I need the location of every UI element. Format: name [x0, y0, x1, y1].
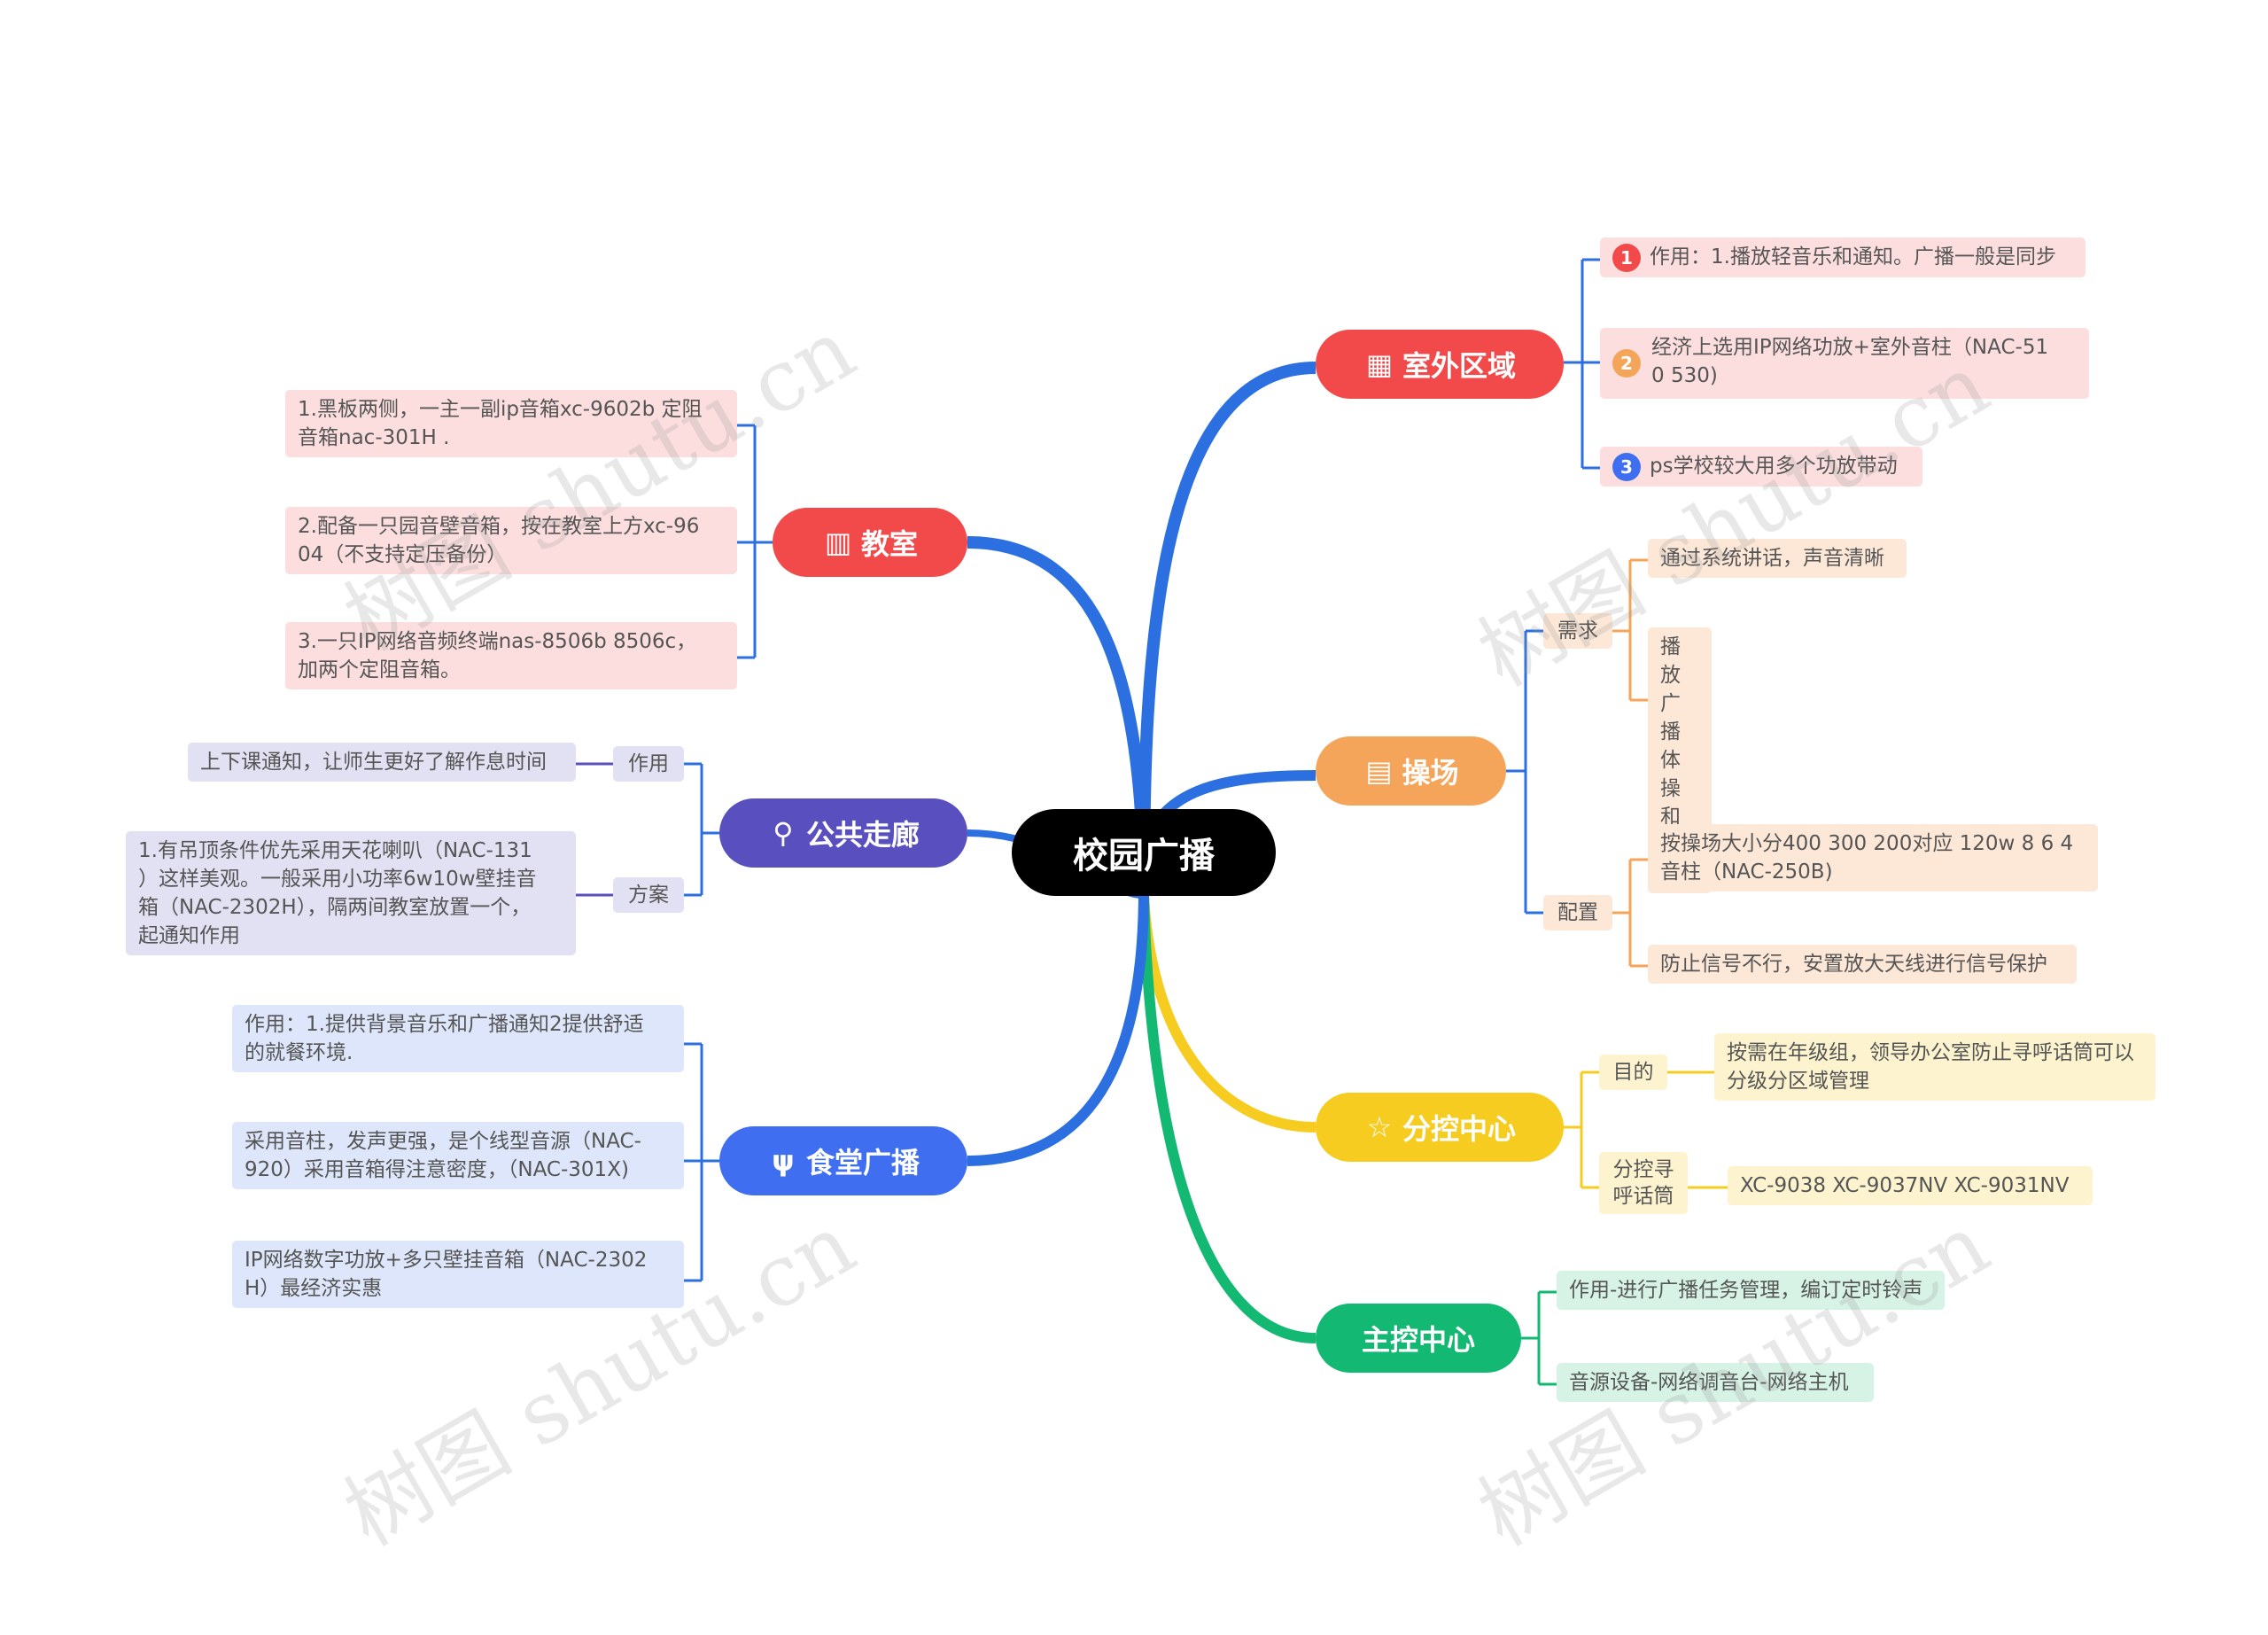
playground-need-item-1[interactable]: 通过系统讲话，声音清晰 — [1648, 539, 1907, 578]
sub-control-mic-label[interactable]: 分控寻 呼话筒 — [1599, 1152, 1688, 1214]
number-badge-2-icon: 2 — [1612, 349, 1641, 378]
branch-sub-control[interactable]: ☆ 分控中心 — [1316, 1093, 1564, 1162]
branch-canteen[interactable]: ψ 食堂广播 — [719, 1126, 967, 1195]
sub-control-mic-text[interactable]: XC-9038 XC-9037NV XC-9031NV — [1728, 1166, 2093, 1205]
branch-outdoor-label: 室外区域 — [1402, 349, 1516, 383]
corridor-use-text[interactable]: 上下课通知，让师生更好了解作息时间 — [188, 743, 576, 782]
corridor-use-label[interactable]: 作用 — [613, 746, 684, 782]
branch-playground[interactable]: ▤ 操场 — [1316, 736, 1506, 806]
number-badge-3-icon: 3 — [1612, 452, 1641, 481]
branch-classroom[interactable]: ▥ 教室 — [773, 508, 967, 577]
canteen-item-3[interactable]: IP网络数字功放+多只壁挂音箱（NAC-2302 H）最经济实惠 — [232, 1241, 684, 1308]
branch-corridor-label: 公共走廊 — [805, 818, 920, 852]
branch-canteen-label: 食堂广播 — [805, 1146, 920, 1180]
star-icon: ☆ — [1366, 1110, 1393, 1144]
playground-config-label[interactable]: 配置 — [1543, 895, 1612, 930]
main-control-item-2[interactable]: 音源设备-网络调音台-网络主机 — [1557, 1363, 1874, 1402]
calendar-icon: ▥ — [824, 526, 852, 559]
branch-playground-label: 操场 — [1402, 756, 1459, 790]
playground-config-item-1[interactable]: 按操场大小分400 300 200对应 120w 8 6 4 音柱（NAC-25… — [1648, 824, 2098, 891]
branch-corridor[interactable]: ⚲ 公共走廊 — [719, 798, 967, 868]
food-icon: ψ — [772, 1144, 795, 1178]
branch-main-control-label: 主控中心 — [1361, 1323, 1475, 1357]
branch-classroom-label: 教室 — [860, 527, 918, 561]
sub-control-purpose-label[interactable]: 目的 — [1599, 1055, 1667, 1090]
main-control-item-1[interactable]: 作用-进行广播任务管理，编订定时铃声 — [1557, 1271, 1945, 1310]
number-badge-1-icon: 1 — [1612, 243, 1641, 272]
classroom-item-2[interactable]: 2.配备一只园音壁音箱，按在教室上方xc-96 04（不支持定压备份） — [285, 507, 737, 574]
canteen-item-2[interactable]: 采用音柱，发声更强，是个线型音源（NAC- 920）采用音箱得注意密度，（NAC… — [232, 1122, 684, 1189]
branch-outdoor[interactable]: ▦ 室外区域 — [1316, 330, 1564, 399]
branch-sub-control-label: 分控中心 — [1402, 1112, 1516, 1146]
branch-main-control[interactable]: 主控中心 — [1316, 1304, 1521, 1373]
playground-need-label[interactable]: 需求 — [1543, 613, 1612, 649]
calculator-icon: ▤ — [1365, 754, 1393, 788]
canteen-item-1[interactable]: 作用：1.提供背景音乐和广播通知2提供舒适 的就餐环境. — [232, 1005, 684, 1072]
corridor-plan-label[interactable]: 方案 — [613, 877, 684, 913]
playground-config-item-2[interactable]: 防止信号不行，安置放大天线进行信号保护 — [1648, 945, 2077, 984]
corridor-plan-text[interactable]: 1.有吊顶条件优先采用天花喇叭（NAC-131 ）这样美观。一般采用小功率6w1… — [126, 831, 576, 955]
classroom-item-1[interactable]: 1.黑板两侧，一主一副ip音箱xc-9602b 定阻 音箱nac-301H . — [285, 390, 737, 457]
microphone-icon: ⚲ — [773, 816, 794, 850]
central-topic[interactable]: 校园广播 — [1012, 809, 1276, 896]
sub-control-purpose-text[interactable]: 按需在年级组，领导办公室防止寻呼话筒可以 分级分区域管理 — [1714, 1033, 2155, 1101]
building-icon: ▦ — [1365, 347, 1394, 381]
classroom-item-3[interactable]: 3.一只IP网络音频终端nas-8506b 8506c， 加两个定阻音箱。 — [285, 622, 737, 689]
